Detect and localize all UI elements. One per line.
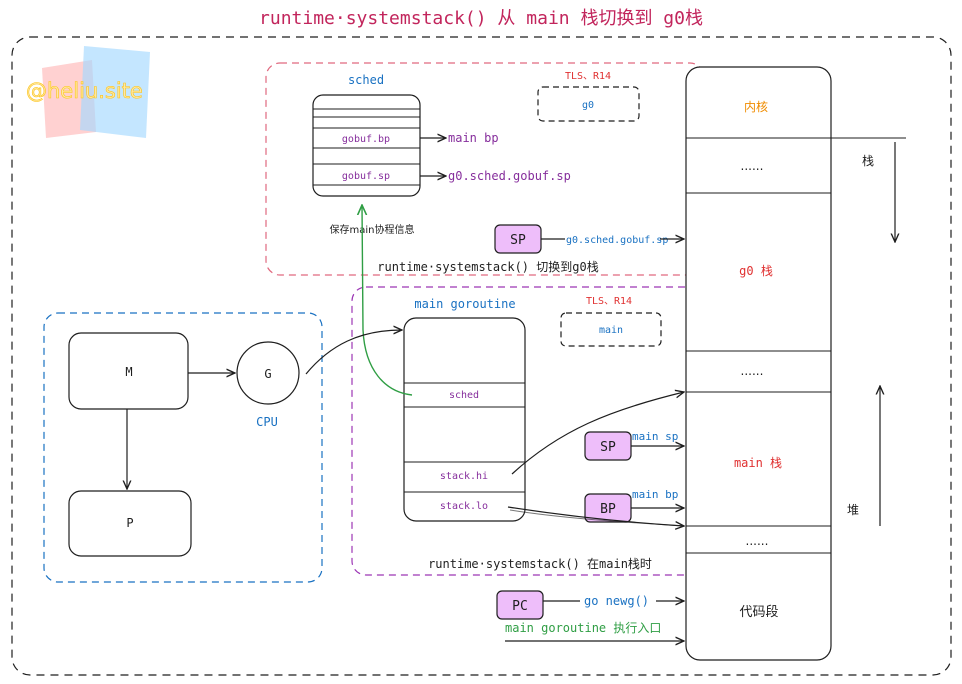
main-goroutine-struct [403, 317, 526, 522]
g-label: G [264, 367, 271, 381]
gobuf-bp-field: gobuf.bp [342, 134, 390, 145]
memory-dots-3: ...... [746, 534, 769, 548]
stack-growth-label: 栈 [862, 153, 874, 168]
cpu-region [43, 312, 323, 583]
stack-hi-field: stack.hi [440, 471, 488, 482]
sched-struct [312, 94, 421, 197]
memory-dots-2: ...... [741, 364, 764, 378]
g0-tls-value: g0 [582, 100, 594, 111]
code-segment-label: 代码段 [739, 605, 778, 620]
save-main-arrow [362, 205, 413, 396]
g0-tls-box [537, 86, 640, 122]
g0-sp-target: g0.sched.gobuf.sp [566, 235, 668, 246]
kernel-label: 内核 [744, 100, 768, 114]
pc-target: go newg() [584, 594, 649, 608]
main-bp-register-label: BP [600, 502, 616, 517]
main-sp-register-label: SP [600, 440, 616, 455]
main-stack-label: main 栈 [734, 455, 782, 470]
p-label: P [126, 516, 133, 530]
p-box [68, 490, 192, 557]
sched-caption: runtime·systemstack() 切换到g0栈 [377, 259, 598, 274]
main-goroutine-caption: runtime·systemstack() 在main栈时 [428, 556, 652, 571]
g0-tls-label: TLS、R14 [565, 71, 611, 82]
main-tls-label: TLS、R14 [586, 296, 632, 307]
gobuf-sp-target: g0.sched.gobuf.sp [448, 169, 571, 183]
g-to-main-goroutine-arrow [305, 330, 402, 375]
main-tls-value: main [599, 325, 623, 336]
cpu-caption: CPU [256, 415, 278, 429]
heap-label: 堆 [847, 503, 859, 517]
main-bp-target: main bp [632, 488, 678, 501]
outer-frame [11, 36, 952, 676]
main-sp-target: main sp [632, 430, 678, 443]
stack-lo-arrow-2 [509, 509, 685, 527]
main-entry-label: main goroutine 执行入口 [505, 621, 661, 635]
main-tls-box [560, 312, 662, 347]
watermark-logo: @heliu.site [26, 46, 150, 138]
diagram-title: runtime·systemstack() 从 main 栈切换到 g0栈 [259, 8, 703, 29]
gobuf-bp-target: main bp [448, 131, 499, 145]
main-goroutine-title: main goroutine [414, 297, 515, 311]
m-label: M [125, 365, 132, 379]
stack-lo-field: stack.lo [440, 501, 488, 512]
sched-region [265, 62, 705, 276]
sched-struct-rows [313, 108, 420, 186]
main-goroutine-rows [404, 382, 525, 493]
m-box [68, 332, 189, 410]
memory-column [685, 66, 832, 661]
g-circle [236, 341, 300, 405]
memory-dividers [686, 137, 906, 554]
stack-hi-arrow [511, 392, 684, 475]
gobuf-sp-field: gobuf.sp [342, 171, 390, 182]
main-sched-field: sched [449, 390, 479, 401]
watermark-text: @heliu.site [26, 79, 143, 103]
save-main-note: 保存main协程信息 [330, 223, 415, 236]
sched-title: sched [348, 73, 384, 87]
g0-stack-label: g0 栈 [739, 263, 773, 278]
g0-sp-register-label: SP [510, 233, 526, 248]
pc-register-label: PC [512, 599, 528, 614]
pc-register [496, 590, 544, 620]
memory-dots-1: ...... [741, 159, 764, 173]
